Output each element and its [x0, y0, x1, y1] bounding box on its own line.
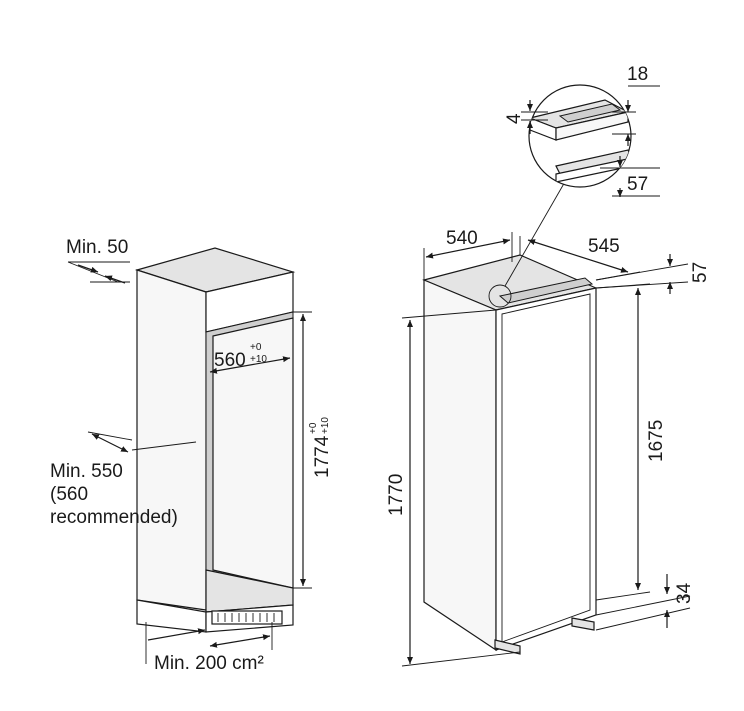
appliance-door-height-label: 1675 [646, 420, 667, 462]
niche-cabinet [134, 247, 296, 633]
appliance-side [423, 279, 497, 652]
niche-height-dimension: 1774 +0 +10 [293, 311, 333, 589]
appliance-width-dimension: 540 [423, 228, 513, 280]
vent-grille [211, 610, 283, 625]
appliance-door-inner [501, 293, 591, 643]
hinge-detail-callout: 18 4 57 [504, 64, 660, 287]
appliance-total-height-dimension: 1770 [386, 309, 521, 667]
appliance-plinth-label: 34 [674, 582, 695, 604]
appliance-foot-front [494, 639, 521, 655]
min-gap-dimension: Min. 50 [66, 237, 130, 284]
appliance-top-gap-dimension: 57 [595, 254, 711, 294]
niche-width-label: 560 [214, 350, 246, 371]
niche-height-label: 1774 [312, 435, 333, 478]
cabinet-side [136, 269, 207, 611]
appliance-top-gap-label: 57 [690, 262, 711, 283]
vent-dimension: Min. 200 cm² [145, 622, 273, 674]
niche-depth-line3: recommended) [50, 507, 178, 528]
niche-height-tol-bottom: +10 [320, 417, 331, 434]
detail-leader-line [504, 179, 567, 287]
niche-depth-dimension: Min. 550 (560 recommended) [50, 431, 197, 528]
niche-depth-line2: (560 [50, 484, 88, 505]
niche-width-tol-bottom: +10 [250, 354, 267, 365]
appliance-plinth-dimension: 34 [595, 574, 695, 631]
appliance-foot-right [571, 617, 595, 631]
niche-depth-line1: Min. 550 [50, 461, 123, 482]
hinge-detail-marker [488, 284, 512, 308]
min-gap-label: Min. 50 [66, 237, 128, 258]
appliance-width-label: 540 [446, 228, 478, 249]
vent-label: Min. 200 cm² [154, 653, 264, 674]
appliance [422, 254, 598, 655]
appliance-door [495, 287, 597, 651]
detail-dim-4: 4 [504, 113, 525, 124]
appliance-top-strip [498, 277, 594, 304]
appliance-depth-label: 545 [588, 236, 620, 257]
appliance-total-height-label: 1770 [386, 474, 407, 516]
appliance-door-height-dimension: 1675 [595, 283, 667, 601]
niche-height-tol-top: +0 [308, 422, 319, 434]
niche-width-dimension: 560 +0 +10 [209, 342, 291, 374]
detail-dim-57: 57 [627, 174, 648, 195]
niche-width-tol-top: +0 [250, 342, 262, 353]
detail-dim-18: 18 [627, 64, 648, 85]
